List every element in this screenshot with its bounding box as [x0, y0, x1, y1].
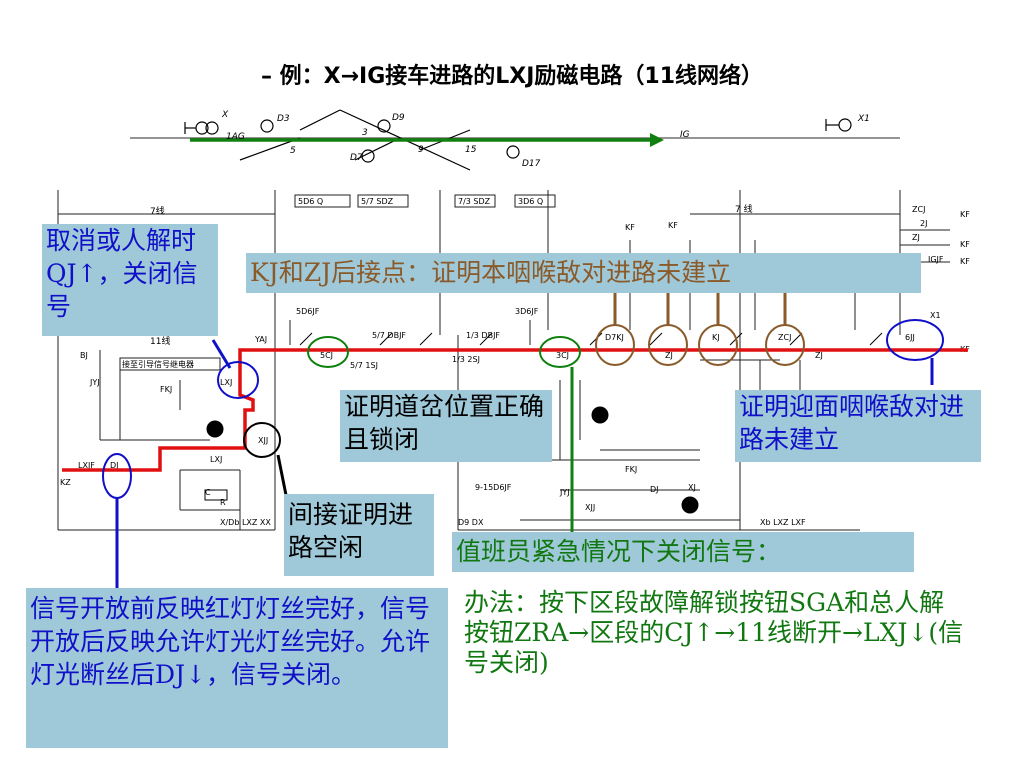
- track-label: 5: [290, 146, 296, 156]
- track-label: X1: [857, 114, 870, 124]
- signal-annotation: 信号开放前反映红灯灯丝完好，信号开放后反映允许灯光灯丝完好。允许灯光断丝后DJ↓…: [26, 588, 448, 748]
- kf-label: KF: [960, 210, 970, 219]
- relay-label: X1: [930, 311, 941, 320]
- relay-coils: [204, 406, 699, 514]
- kj-contact-marker: [595, 324, 635, 366]
- kf-label: KF: [960, 257, 970, 266]
- relay-label: 5CJ: [320, 351, 333, 360]
- track-label: IG: [680, 130, 690, 140]
- track-label: 15: [465, 145, 477, 155]
- relay-label: JYJ: [559, 488, 570, 497]
- kz-label: KZ: [60, 478, 71, 487]
- track-label: 9: [418, 145, 424, 155]
- kf-label: KF: [668, 221, 678, 230]
- relay-label: Xb LXZ LXF: [760, 518, 806, 527]
- page-title: – 例：X→IG接车进路的LXJ励磁电路（11线网络）: [260, 64, 764, 89]
- relay-label: 2J: [920, 219, 927, 228]
- relay-label: FKJ: [160, 385, 172, 394]
- relay-label: 1/3 2SJ: [452, 355, 480, 364]
- jj-contact-marker: [886, 319, 944, 361]
- line7-right-label: 7 线: [735, 203, 753, 215]
- relay-contacts: [299, 332, 883, 346]
- duty-annotation: 值班员紧急情况下关闭信号：: [452, 532, 914, 572]
- top-box-label: 3D6 Q: [518, 197, 543, 206]
- track-label: D9: [392, 113, 405, 123]
- kj-zj-annotation: KJ和ZJ后接点：证明本咽喉敌对进路未建立: [246, 253, 921, 293]
- track-label: 1AG: [226, 132, 245, 142]
- opposing-annotation: 证明迎面咽喉敌对进路未建立: [735, 390, 981, 462]
- top-box-label: 5D6 Q: [298, 197, 323, 206]
- relay-label: LXJF: [78, 461, 95, 470]
- relay-label: XJ: [688, 483, 696, 492]
- relay-box-label: 接至引导信号继电器: [122, 359, 194, 369]
- cj-contact-marker: [539, 336, 581, 368]
- relay-label: 9-15D6JF: [475, 483, 512, 492]
- relay-label: ZJ: [912, 233, 920, 242]
- relay-label: 6JJ: [905, 333, 915, 342]
- relay-label: ZJ: [665, 351, 673, 360]
- track-label: X: [221, 110, 229, 120]
- relay-label: YAJ: [254, 335, 267, 344]
- relay-label: 3CJ: [556, 351, 569, 360]
- lxj-circuit-path: [62, 348, 968, 472]
- top-box-label: 7/3 SDZ: [458, 197, 491, 206]
- relay-label: IGJF: [928, 255, 944, 264]
- relay-label: DJ: [110, 461, 119, 470]
- relay-label: 3D6JF: [515, 307, 539, 316]
- relay-label: KJ: [712, 333, 720, 342]
- method-text: 办法：按下区段故障解锁按钮SGA和总人解按钮ZRA→区段的CJ↑→11线断开→L…: [464, 588, 964, 677]
- xjj-contact-marker: [243, 422, 281, 458]
- top-box-label: 5/7 SDZ: [361, 197, 394, 206]
- kf-label: KF: [960, 240, 970, 249]
- relay-label: LXJ: [220, 378, 232, 387]
- relay-label: D9 DX: [458, 518, 484, 527]
- relay-label: 5D6JF: [296, 307, 320, 316]
- relay-label: DJ: [650, 485, 659, 494]
- track-label: D7: [350, 153, 363, 163]
- relay-label: ZCJ: [912, 205, 925, 214]
- relay-label: FKJ: [625, 465, 637, 474]
- track-label: D17: [522, 159, 541, 169]
- relay-label: XJJ: [258, 436, 268, 445]
- kf-label: KF: [625, 223, 635, 232]
- relay-label: 5/7 1SJ: [350, 361, 378, 370]
- indirect-annotation: 间接证明进路空闲: [284, 494, 434, 576]
- line7-left-label: 7线: [150, 205, 165, 217]
- relay-label: 1/3 DBJF: [466, 331, 500, 340]
- switch-annotation: 证明道岔位置正确且锁闭: [340, 390, 552, 462]
- track-label: D3: [277, 114, 290, 124]
- top-boxes: [119, 194, 556, 371]
- relay-label: LXJ: [210, 455, 222, 464]
- relay-label: JYJ: [89, 378, 100, 387]
- relay-label: BJ: [80, 351, 88, 360]
- relay-label: D7KJ: [605, 333, 624, 342]
- cancel-annotation: 取消或人解时QJ↑，关闭信号: [42, 224, 218, 336]
- track-label: 3: [362, 128, 368, 138]
- circuit-frame: [57, 190, 950, 531]
- relay-label: ZCJ: [778, 333, 791, 342]
- relay-label: X/Db LXZ XX: [220, 518, 271, 527]
- route-arrow-head: [650, 133, 664, 147]
- relay-label: XJJ: [585, 503, 595, 512]
- kj-contact-marker: [698, 324, 738, 366]
- relay-label: ZJ: [815, 351, 823, 360]
- switch-contact-marker: [307, 336, 349, 368]
- zj-contact-marker: [765, 324, 805, 366]
- qj-contact-marker: [217, 361, 259, 399]
- relay-label: R: [220, 498, 226, 507]
- line11-label: 11线: [150, 335, 170, 347]
- relay-label: C: [205, 488, 211, 497]
